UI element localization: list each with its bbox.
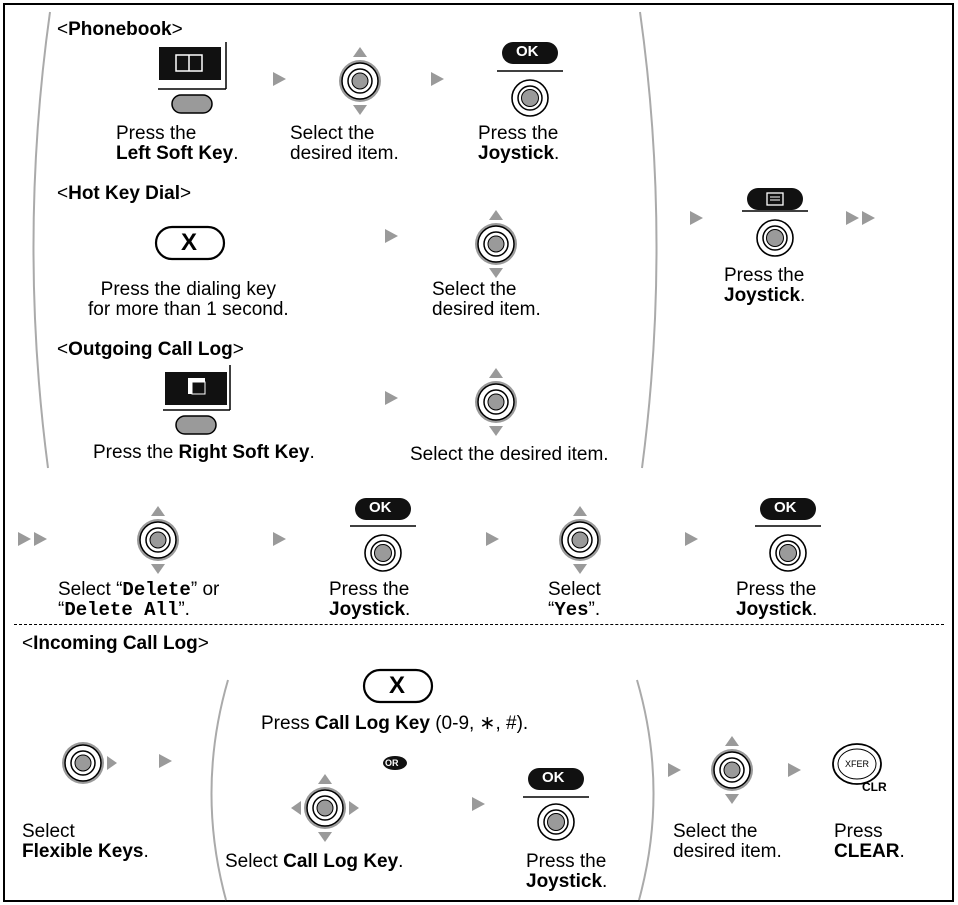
or-badge-icon bbox=[383, 756, 407, 770]
group-bracket-left bbox=[32, 11, 51, 469]
section-divider bbox=[14, 624, 944, 625]
ok-joystick-icon bbox=[350, 498, 416, 572]
arrow-icon bbox=[690, 211, 703, 225]
xfer-clr-key-icon bbox=[832, 743, 882, 785]
section-heading-incoming-call-log: <Incoming Call Log> bbox=[22, 633, 209, 654]
joystick-right-icon bbox=[61, 741, 118, 785]
ok-key-label: OK bbox=[774, 499, 797, 516]
ok-key-label: OK bbox=[369, 499, 392, 516]
ok-key-label: OK bbox=[542, 769, 565, 786]
menu-joystick-icon bbox=[742, 188, 808, 257]
xfer-label: XFER bbox=[845, 759, 870, 769]
caption-select-call-log-key: Select Call Log Key. bbox=[225, 851, 404, 872]
joystick-updown-icon bbox=[474, 367, 518, 437]
arrow-icon bbox=[159, 754, 172, 768]
group-bracket-right bbox=[636, 679, 655, 901]
left-soft-key-icon bbox=[158, 42, 227, 114]
joystick-updown-icon bbox=[558, 505, 602, 575]
arrow-icon bbox=[788, 763, 801, 777]
joystick-updown-icon bbox=[136, 505, 180, 575]
arrow-icon bbox=[385, 229, 398, 243]
ok-joystick-icon bbox=[497, 42, 563, 117]
caption-select-yes: Select“Yes”. bbox=[548, 579, 601, 621]
group-bracket-left bbox=[210, 679, 229, 901]
arrow-icon bbox=[431, 72, 444, 86]
arrow-icon bbox=[486, 532, 499, 546]
caption-select-delete: Select “Delete” or“Delete All”. bbox=[58, 579, 220, 621]
x-key-label: X bbox=[181, 229, 198, 256]
caption-right-soft-key: Press the Right Soft Key. bbox=[93, 442, 315, 463]
x-key-label: X bbox=[389, 672, 406, 699]
joystick-updown-icon bbox=[338, 46, 382, 116]
ok-joystick-icon bbox=[755, 498, 821, 572]
group-bracket-right bbox=[639, 11, 658, 469]
joystick-updown-icon bbox=[710, 735, 754, 805]
arrow-icon bbox=[385, 391, 398, 405]
diagram-frame bbox=[3, 3, 954, 902]
joystick-updown-icon bbox=[474, 209, 518, 279]
caption-press-call-log-key: Press Call Log Key (0-9, ∗, #). bbox=[261, 713, 529, 734]
arrow-icon bbox=[472, 797, 485, 811]
double-arrow-icon bbox=[846, 211, 875, 225]
section-heading-hot-key-dial: <Hot Key Dial> bbox=[57, 183, 192, 204]
arrow-icon bbox=[273, 72, 286, 86]
ok-key-label: OK bbox=[516, 43, 539, 60]
joystick-4way-icon bbox=[290, 773, 360, 843]
section-heading-outgoing-call-log: <Outgoing Call Log> bbox=[57, 339, 244, 360]
double-arrow-icon bbox=[18, 532, 47, 546]
section-heading-phonebook: <Phonebook> bbox=[57, 19, 183, 40]
clr-label: CLR bbox=[862, 780, 887, 794]
ok-joystick-icon bbox=[523, 768, 589, 841]
right-soft-key-icon bbox=[163, 365, 231, 435]
or-label: OR bbox=[385, 758, 399, 768]
arrow-icon bbox=[685, 532, 698, 546]
caption-select-item: Select the desired item. bbox=[410, 444, 609, 465]
arrow-icon bbox=[273, 532, 286, 546]
arrow-icon bbox=[668, 763, 681, 777]
